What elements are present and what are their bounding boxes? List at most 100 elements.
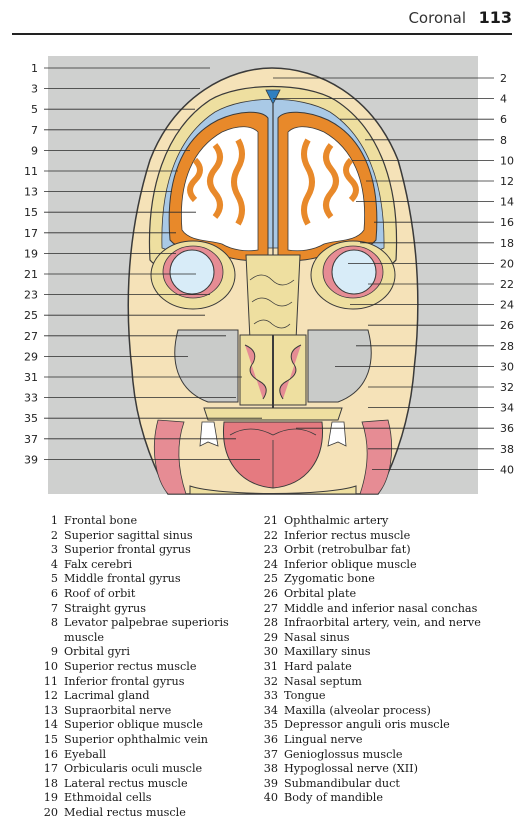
structure-number-11: 11	[24, 165, 38, 178]
legend-text: Submandibular duct	[284, 776, 400, 790]
structure-number-31: 31	[24, 371, 38, 384]
legend-text: Inferior rectus muscle	[284, 528, 411, 542]
structure-number-5: 5	[31, 103, 38, 116]
legend-item: 14 Superior oblique muscle	[38, 718, 258, 733]
structure-number-17: 17	[24, 227, 38, 240]
left-maxillary-sinus	[174, 329, 239, 403]
legend-item: 9 Orbital gyri	[38, 645, 258, 660]
legend-text: Maxilla (alveolar process)	[284, 703, 431, 717]
legend-item: 37 Genioglossus muscle	[258, 748, 518, 763]
legend-number: 38	[263, 762, 278, 776]
superior-sagittal-sinus	[265, 89, 281, 105]
legend-number: 15	[43, 732, 58, 746]
legend-item: 34 Maxilla (alveolar process)	[258, 704, 518, 719]
legend-text: Falx cerebri	[64, 557, 133, 571]
legend-number: 19	[43, 791, 58, 805]
left-tooth	[199, 421, 219, 447]
structure-number-36: 36	[500, 422, 514, 435]
legend-text: Roof of orbit	[64, 586, 136, 600]
legend-number: 21	[263, 514, 278, 527]
structure-number-7: 7	[31, 124, 38, 137]
right-nasal-conchas	[279, 344, 302, 400]
legend-number: 34	[263, 703, 278, 717]
structure-number-27: 27	[24, 330, 38, 343]
legend-number: 28	[263, 616, 278, 630]
legend-number: 14	[43, 718, 58, 732]
structure-number-40: 40	[500, 463, 514, 476]
structure-number-14: 14	[500, 196, 514, 209]
legend-number: 27	[263, 601, 278, 615]
mandible-body	[189, 485, 357, 495]
section-title: Coronal	[408, 9, 466, 27]
legend-text: Supraorbital nerve	[64, 703, 172, 717]
legend-number: 5	[50, 572, 58, 586]
legend-text: Superior oblique muscle	[64, 718, 203, 732]
legend-text: Ophthalmic artery	[284, 514, 389, 527]
legend-item: 13 Supraorbital nerve	[38, 704, 258, 719]
right-leader-lines	[273, 77, 494, 470]
legend-number: 37	[263, 747, 278, 761]
legend-number: 35	[263, 718, 278, 732]
legend-number: 24	[263, 557, 278, 571]
structure-number-20: 20	[500, 257, 514, 270]
structure-number-23: 23	[24, 289, 38, 302]
structure-number-12: 12	[500, 175, 514, 188]
legend-number: 16	[43, 747, 58, 761]
legend-number: 29	[263, 630, 278, 644]
legend-number: 2	[50, 528, 58, 542]
structure-number-18: 18	[500, 237, 514, 250]
hard-palate	[203, 407, 343, 421]
legend-number: 7	[50, 601, 58, 615]
structure-number-13: 13	[24, 186, 38, 199]
right-gyri	[301, 138, 359, 226]
legend-text: Orbicularis oculi muscle	[64, 762, 203, 776]
legend-text: Lateral rectus muscle	[64, 776, 188, 790]
header-rule	[12, 33, 512, 35]
legend-text: Orbital gyri	[64, 645, 130, 659]
legend-text: Orbit (retrobulbar fat)	[284, 543, 411, 557]
structure-number-9: 9	[31, 144, 38, 157]
structure-number-21: 21	[24, 268, 38, 281]
legend-number: 8	[50, 616, 58, 630]
legend-text: Genioglossus muscle	[284, 747, 403, 761]
legend-item: 21 Ophthalmic artery	[258, 514, 518, 529]
legend-item: 18 Lateral rectus muscle	[38, 777, 258, 792]
structure-number-28: 28	[500, 340, 514, 353]
legend-number: 18	[43, 776, 58, 790]
legend-text: Hard palate	[284, 659, 352, 673]
legend-text: Superior frontal gyrus	[64, 543, 191, 557]
structure-number-24: 24	[500, 299, 514, 312]
ethmoidal-cells	[245, 254, 301, 341]
legend-text: Superior sagittal sinus	[64, 528, 193, 542]
structure-number-33: 33	[24, 392, 38, 405]
legend-number: 31	[263, 659, 278, 673]
legend-text: Frontal bone	[64, 514, 138, 527]
legend-text: Tongue	[284, 689, 326, 703]
right-cheek-muscle	[359, 419, 393, 495]
legend-number: 13	[43, 703, 58, 717]
legend-number: 9	[50, 645, 58, 659]
structure-number-15: 15	[24, 206, 38, 219]
structure-number-8: 8	[500, 134, 507, 147]
